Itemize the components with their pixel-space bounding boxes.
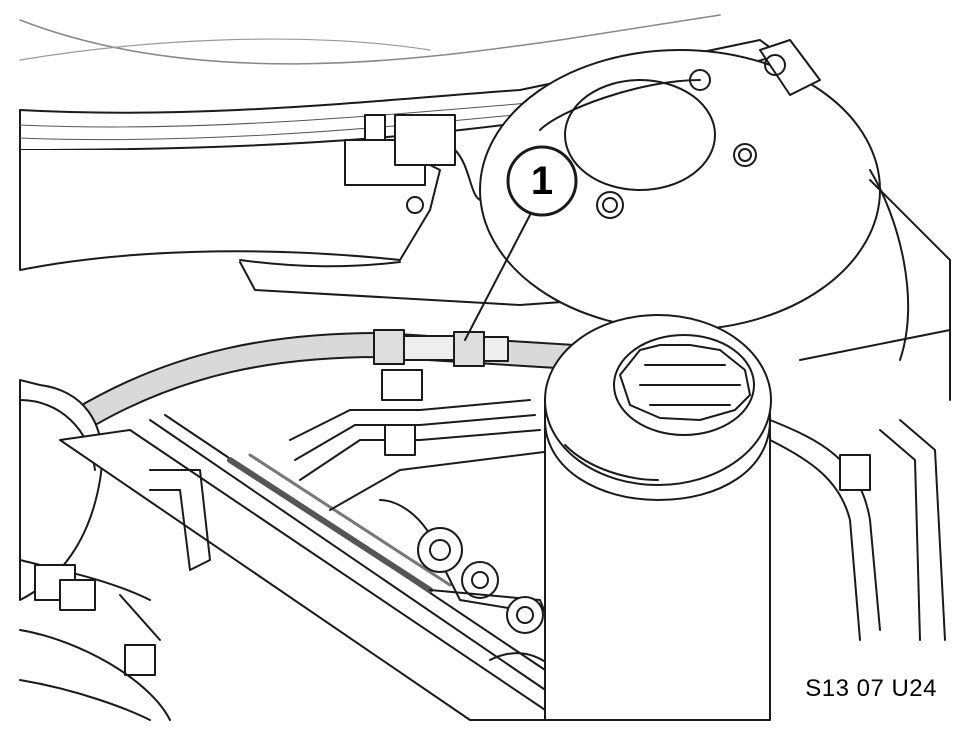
- figure-code-label: S13 07 U24: [803, 675, 939, 703]
- callout-leader: [464, 214, 531, 341]
- wiring-harness: [19, 559, 171, 721]
- sensor-connector: [344, 114, 481, 214]
- valve-block: [417, 527, 561, 666]
- reservoir-cap: [619, 344, 751, 421]
- fluid-reservoir: [544, 314, 772, 721]
- valve-cover: [59, 414, 561, 721]
- return-lines: [769, 419, 946, 641]
- hose-coupling: [373, 329, 509, 367]
- callout-circle: [506, 145, 578, 217]
